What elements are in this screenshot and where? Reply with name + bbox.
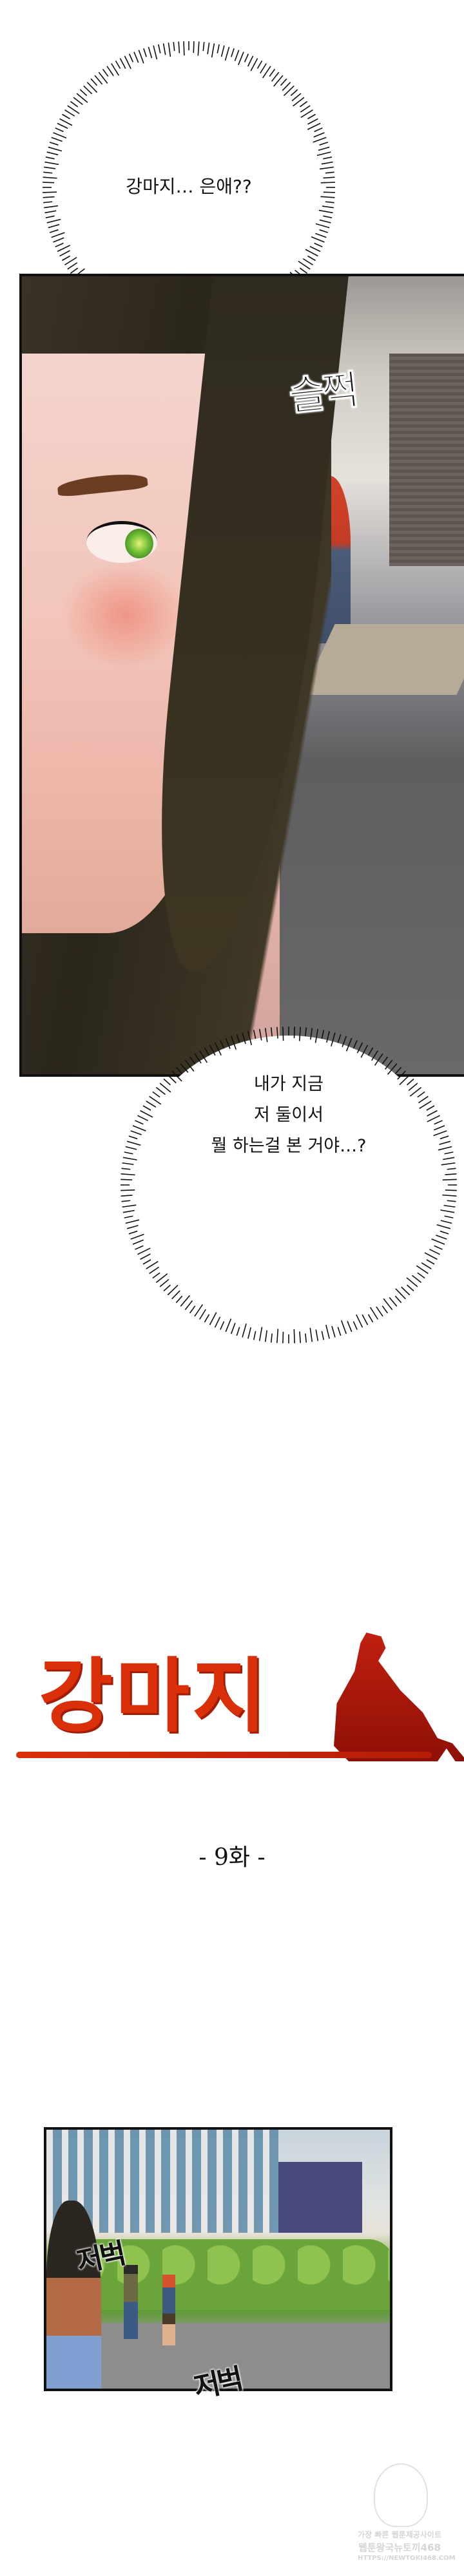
building: [278, 2162, 362, 2233]
horse-silhouette-icon: [334, 1633, 464, 1761]
bubble-spikes: [121, 1027, 457, 1343]
walking-man: [124, 2265, 138, 2339]
logo-text: 강마지: [39, 1650, 269, 1743]
thought-bubble-1: 강마지… 은애??: [40, 39, 338, 336]
logo-underline: [16, 1752, 432, 1758]
watermark-line: 웹툰왕국뉴토끼468: [358, 2542, 441, 2553]
panel-closeup-face: [19, 274, 464, 1077]
watermark-line: HTTPS://NEWTOKI468.COM: [358, 2555, 456, 2562]
title-logo: 강마지: [16, 1633, 464, 1768]
sound-effect: 저벅: [191, 2362, 244, 2405]
sound-effect: 슬쩍: [287, 366, 358, 421]
thought-bubble-2: 내가 지금 저 둘이서 뭘 하는걸 본 거야…?: [118, 1024, 459, 1346]
watermark: 가장 빠른 웹툰제공사이트 웹툰왕국뉴토끼468 HTTPS://NEWTOKI…: [358, 2457, 456, 2566]
walkway: [46, 2323, 390, 2389]
blush: [61, 560, 189, 669]
walking-woman: [162, 2275, 175, 2345]
panel-campus: [44, 2127, 392, 2391]
watermark-line: 가장 빠른 웹툰제공사이트: [358, 2530, 441, 2539]
mascot-icon: [374, 2463, 428, 2527]
green-iris: [125, 529, 153, 558]
bubble-line: 저 둘이서: [254, 1105, 324, 1125]
episode-number: - 9화 -: [198, 1844, 266, 1871]
bubble-text: 내가 지금 저 둘이서 뭘 하는걸 본 거야…?: [118, 1069, 459, 1162]
foreground-man: [46, 2201, 101, 2389]
bubble-line: 뭘 하는걸 본 거야…?: [211, 1136, 367, 1156]
bubble-text: 강마지… 은애??: [126, 176, 252, 197]
window-blind: [389, 354, 464, 566]
bubble-line: 내가 지금: [254, 1074, 324, 1094]
